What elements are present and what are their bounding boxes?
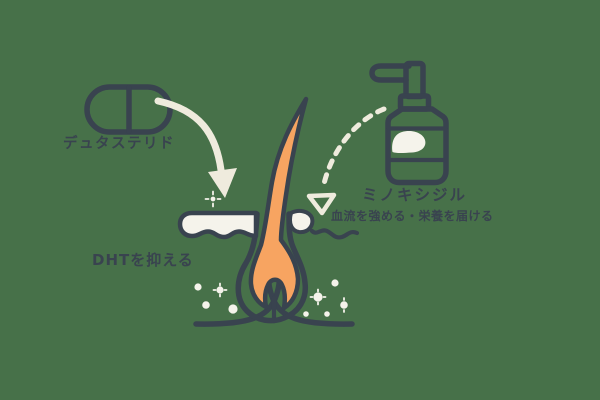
follicle-wall bbox=[235, 211, 309, 324]
hair-follicle-icon bbox=[177, 96, 360, 327]
pump-stem bbox=[403, 60, 426, 100]
absorbed-droplet bbox=[288, 208, 315, 235]
hair-shaft bbox=[248, 96, 309, 311]
capsule-icon bbox=[84, 84, 173, 135]
sparkle-icon bbox=[204, 190, 222, 208]
bottle-label-splash bbox=[392, 130, 426, 153]
dutasteride-label: デュタステリド bbox=[63, 136, 175, 152]
skin-surface-right bbox=[309, 228, 360, 240]
minoxidil-effect-label: 血流を強める・栄養を届ける bbox=[331, 209, 494, 223]
minoxidil-label: ミノキシジル bbox=[362, 186, 468, 204]
dashed-arrow-icon bbox=[306, 106, 387, 216]
spray-nozzle bbox=[369, 63, 412, 83]
dutasteride-effect-label: DHTを抑える bbox=[92, 251, 194, 269]
skin-surface-left bbox=[177, 210, 259, 240]
curved-arrow-icon bbox=[154, 97, 237, 198]
nutrient-dots bbox=[194, 279, 348, 317]
bottle-body bbox=[385, 106, 449, 186]
spray-bottle-icon bbox=[369, 60, 449, 186]
